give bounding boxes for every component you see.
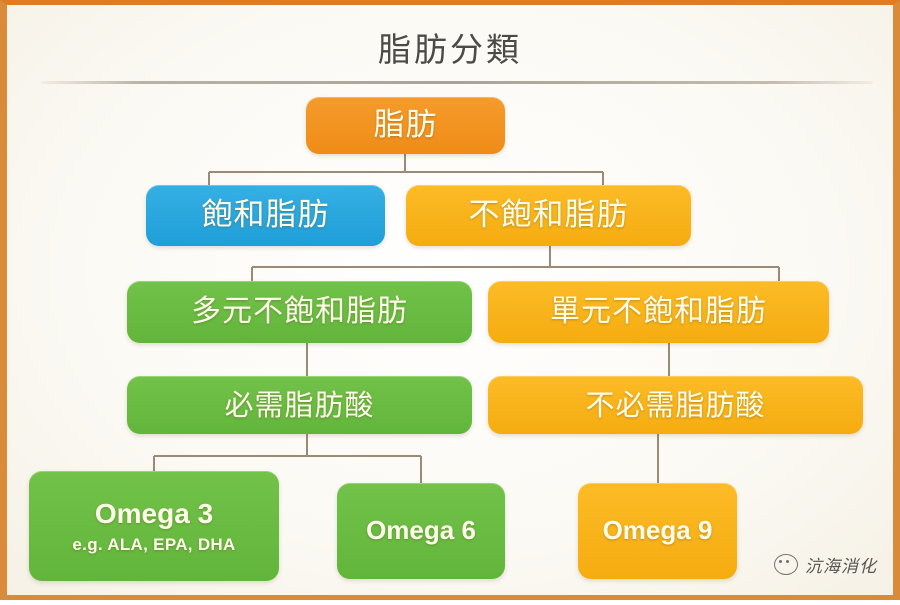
page-title: 脂肪分類 [378,30,522,69]
wechat-account-icon [774,554,798,575]
node-fat[interactable]: 脂肪 [306,97,505,154]
watermark-label: 沆海消化 [805,557,877,577]
node-essential-fatty-acid[interactable]: 必需脂肪酸 [127,376,472,434]
node-label: Omega 6 [366,515,476,546]
node-polyunsaturated-fat[interactable]: 多元不飽和脂肪 [127,281,472,343]
node-label: 不必需脂肪酸 [585,387,766,422]
title-divider [41,81,873,84]
poster-canvas: 脂肪分類 [7,5,893,595]
node-label: 單元不飽和脂肪 [550,294,767,330]
node-label: Omega 3 [94,498,214,530]
node-monounsaturated-fat[interactable]: 單元不飽和脂肪 [488,281,829,343]
node-label: 脂肪 [373,107,438,144]
watermark: 沆海消化 [774,552,877,577]
node-label: 飽和脂肪 [201,197,330,234]
node-nonessential-fatty-acid[interactable]: 不必需脂肪酸 [488,376,863,434]
node-unsaturated-fat[interactable]: 不飽和脂肪 [406,185,691,246]
connector-lines [153,154,780,483]
node-omega-9[interactable]: Omega 9 [578,483,737,579]
node-label: Omega 9 [602,515,713,546]
node-omega-3[interactable]: Omega 3 e.g. ALA, EPA, DHA [29,471,279,581]
node-label: 必需脂肪酸 [224,387,375,422]
node-label: 多元不飽和脂肪 [191,294,408,330]
node-saturated-fat[interactable]: 飽和脂肪 [146,185,385,246]
node-omega-6[interactable]: Omega 6 [337,483,505,579]
node-label: 不飽和脂肪 [468,197,629,234]
node-sublabel: e.g. ALA, EPA, DHA [72,534,236,554]
